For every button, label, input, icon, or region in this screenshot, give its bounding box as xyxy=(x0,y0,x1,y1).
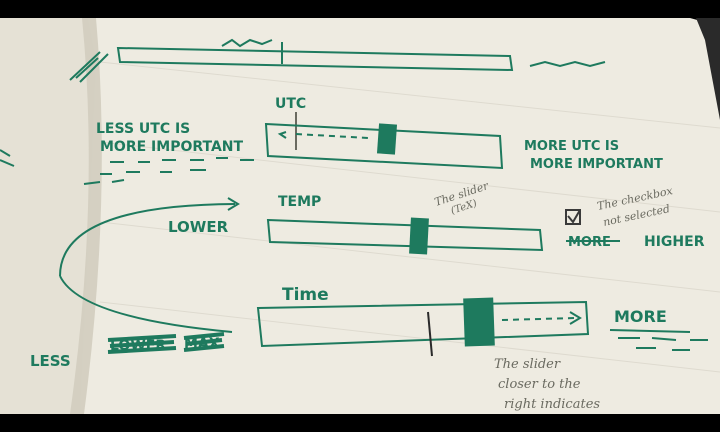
time-left-label: LESS xyxy=(30,352,71,370)
utc-right-label-line2: MORE IMPORTANT xyxy=(530,157,663,172)
temp-checkbox[interactable] xyxy=(565,209,581,225)
temp-title: TEMP xyxy=(278,194,321,210)
utc-slider-thumb[interactable] xyxy=(376,123,398,155)
notebook-page xyxy=(0,18,720,414)
utc-dash-marks xyxy=(83,157,254,185)
utc-slider-track xyxy=(264,122,504,170)
temp-right-label: HIGHER xyxy=(644,234,705,250)
left-page-scribbles xyxy=(0,51,109,167)
temp-curve-arrow xyxy=(59,203,236,277)
utc-row: UTC LESS UTC IS MORE IMPORTANT MORE UTC … xyxy=(83,96,663,185)
time-right-label: MORE xyxy=(614,307,667,326)
time-right-dashes xyxy=(609,329,708,351)
time-pencil-note-line3: right indicates xyxy=(504,397,600,412)
time-row: Time LESS LOWER MAX MORE The slider clos… xyxy=(30,285,708,412)
temp-left-label: LOWER xyxy=(168,218,229,236)
utc-right-label-line1: MORE UTC IS xyxy=(524,139,619,154)
time-pencil-note-line1: The slider xyxy=(494,357,561,372)
temp-row: TEMP LOWER The slider (TeX) The checkbox… xyxy=(59,179,705,333)
utc-title: UTC xyxy=(275,96,306,112)
time-scribble-out xyxy=(107,332,225,354)
utc-left-label-line1: LESS UTC IS xyxy=(96,121,190,137)
time-title: Time xyxy=(282,285,329,305)
top-sketch-slider xyxy=(116,38,606,72)
time-slider-thumb[interactable] xyxy=(463,297,495,347)
time-pencil-note-line2: closer to the xyxy=(498,377,581,392)
temp-slider-track xyxy=(266,218,544,252)
temp-right-label-struck: MORE xyxy=(568,235,611,250)
temp-slider-thumb[interactable] xyxy=(409,217,429,255)
utc-left-label-line2: MORE IMPORTANT xyxy=(100,139,244,155)
